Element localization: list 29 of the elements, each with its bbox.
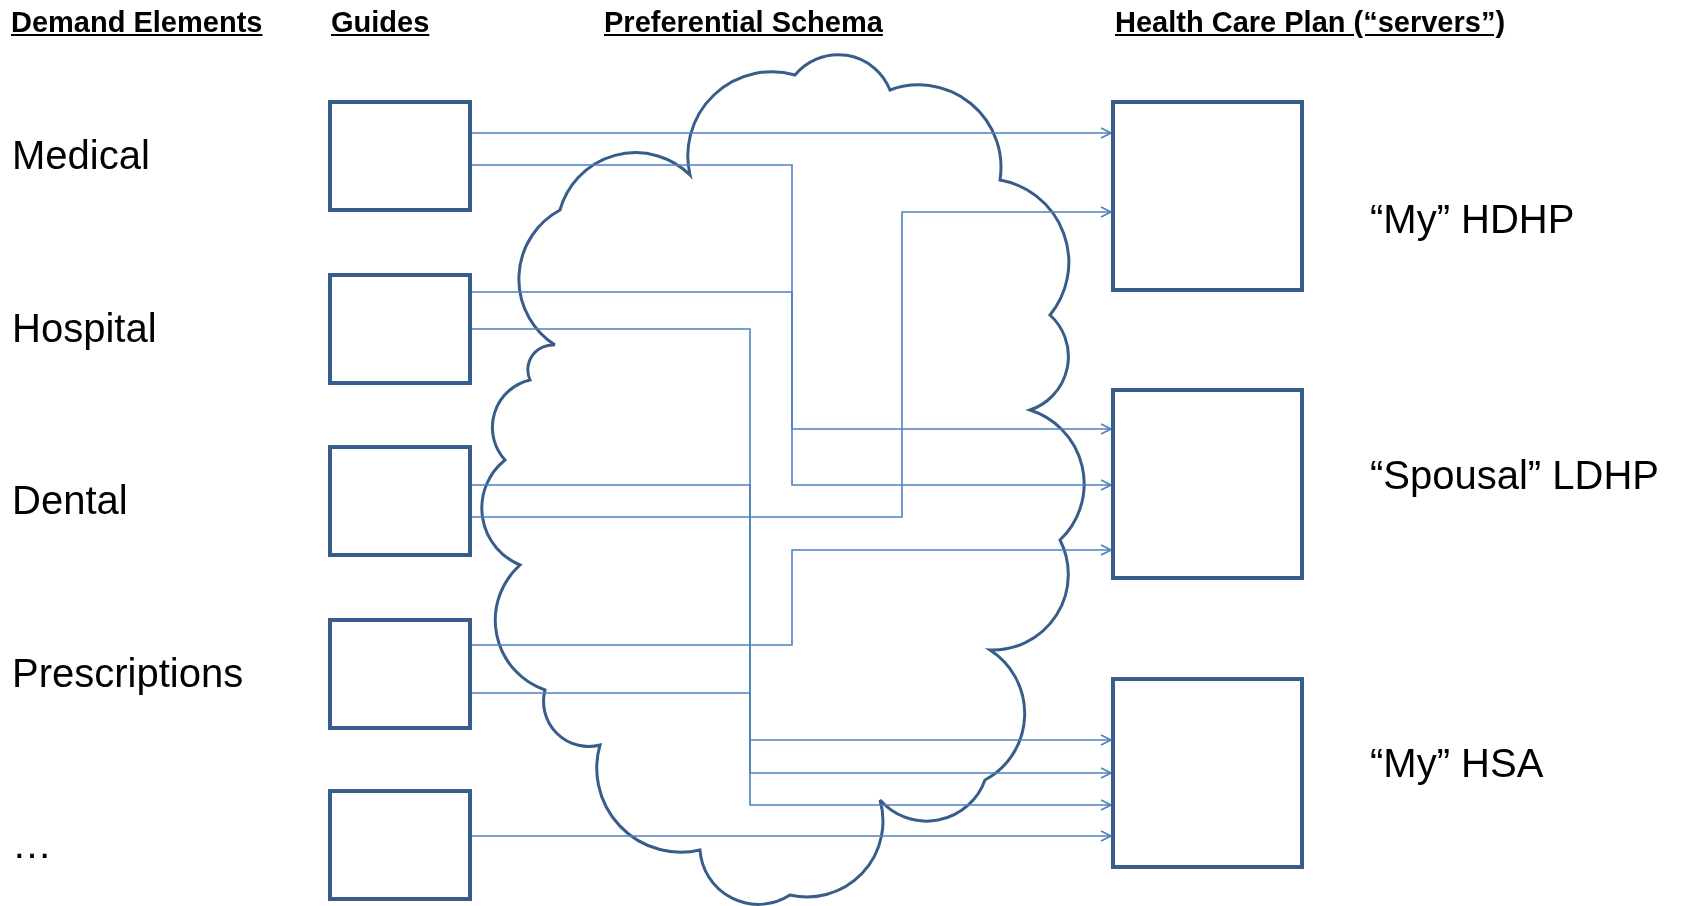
guide-box (328, 100, 472, 212)
demand-label: Medical (12, 133, 150, 178)
arrow (471, 127, 1112, 139)
arrow (471, 544, 1112, 646)
plan-box (1111, 388, 1304, 580)
arrow (471, 692, 1112, 811)
column-heading: Demand Elements (11, 6, 263, 39)
demand-label: … (12, 822, 52, 867)
arrow (471, 484, 1112, 779)
plan-box (1111, 677, 1304, 869)
arrow (471, 206, 1112, 518)
plan-name: “Spousal” LDHP (1370, 453, 1659, 498)
guide-box (328, 445, 472, 557)
column-heading: Preferential Schema (604, 6, 883, 39)
guide-box (328, 273, 472, 385)
arrow (471, 164, 1112, 435)
guide-box (328, 618, 472, 730)
column-heading: Guides (331, 6, 430, 39)
plan-name: “My” HDHP (1370, 197, 1575, 242)
arrow (471, 328, 1112, 746)
plan-name: “My” HSA (1370, 741, 1544, 786)
arrow (471, 291, 1112, 491)
demand-label: Dental (12, 478, 128, 523)
guide-box (328, 789, 472, 901)
demand-label: Hospital (12, 306, 157, 351)
plan-box (1111, 100, 1304, 292)
arrow (471, 830, 1112, 842)
column-heading: Health Care Plan (“servers”) (1115, 6, 1506, 39)
demand-label: Prescriptions (12, 651, 244, 696)
